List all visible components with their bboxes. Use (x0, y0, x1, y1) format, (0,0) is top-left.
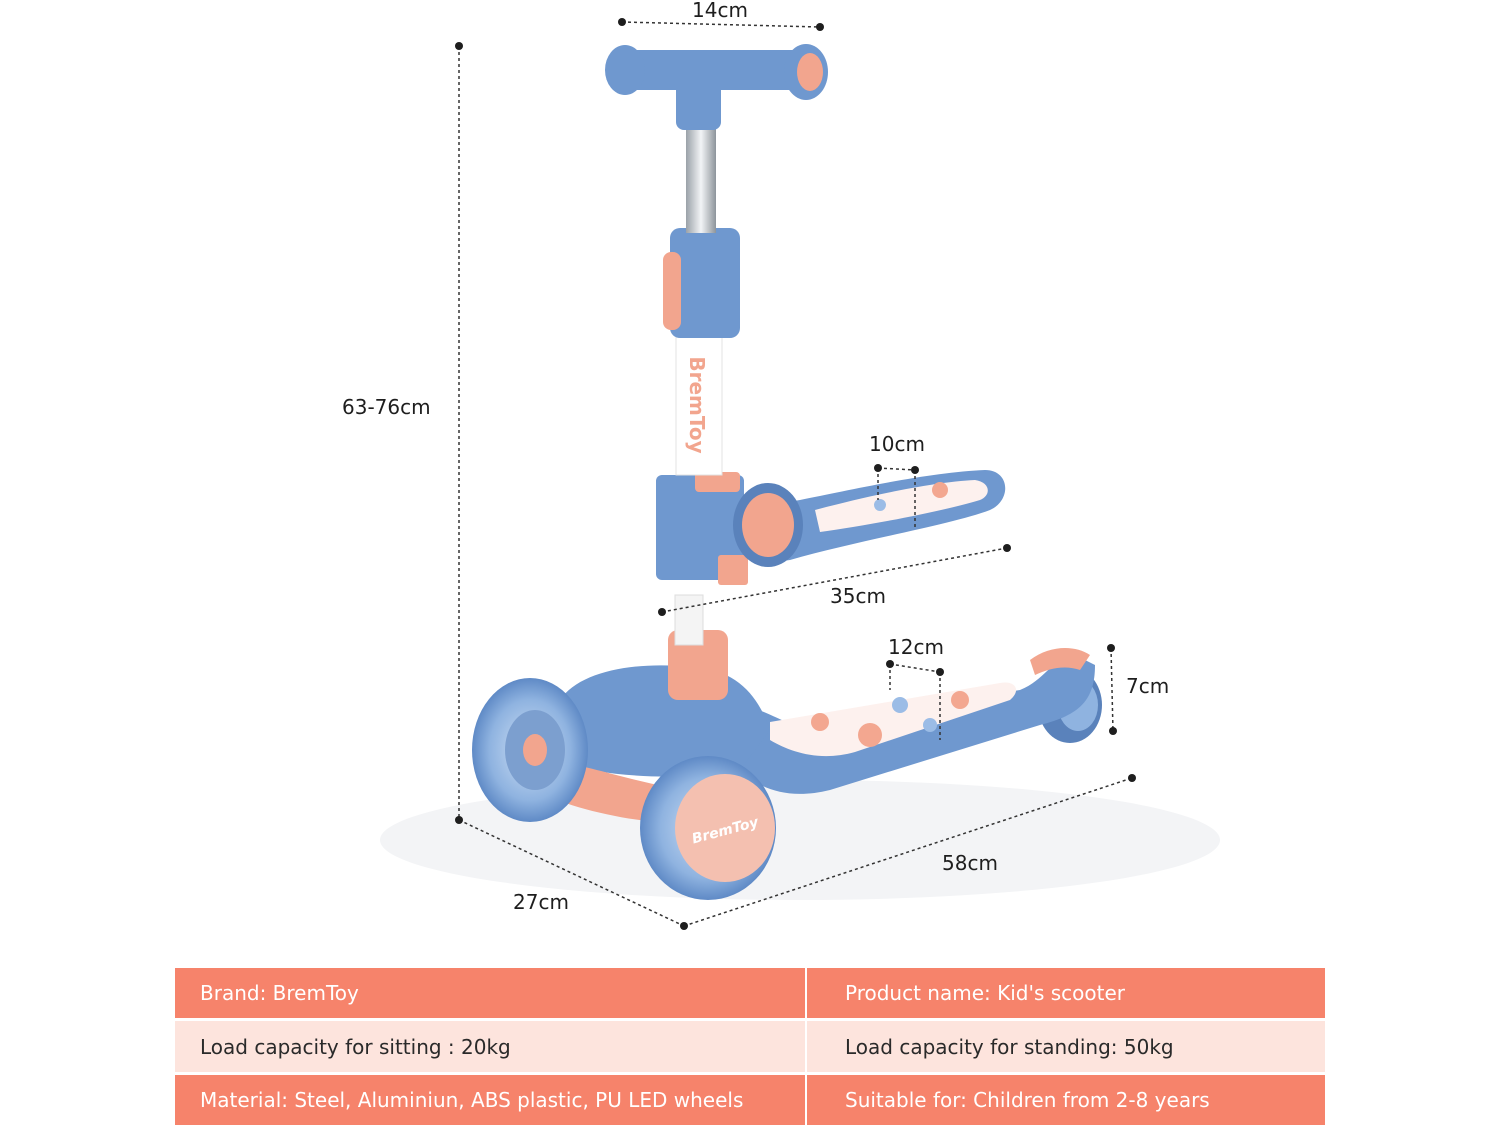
height-clamp (663, 228, 740, 338)
deck (700, 648, 1095, 794)
front-right-wheel: BremToy (640, 756, 776, 900)
table-row-divider (175, 1072, 1325, 1075)
dimension-endpoints (455, 18, 1136, 930)
seat-length-label: 35cm (830, 584, 886, 608)
front-left-wheel (472, 678, 588, 822)
table-divider (805, 1075, 807, 1125)
deck-width-label: 12cm (888, 635, 944, 659)
spec-table: Brand: BremToy Product name: Kid's scoot… (175, 968, 1325, 1125)
seat-assembly (656, 470, 1006, 585)
spec-suitable-for: Suitable for: Children from 2-8 years (807, 1075, 1325, 1125)
spec-load-sitting: Load capacity for sitting : 20kg (175, 1021, 805, 1072)
overall-length-line (683, 777, 1133, 927)
spec-product-name: Product name: Kid's scooter (807, 968, 1325, 1018)
overall-length-label: 58cm (942, 851, 998, 875)
seat-length-line (661, 547, 1008, 613)
stem-lower (674, 594, 704, 646)
handle-pole (686, 125, 716, 233)
handlebar-width-line (621, 21, 821, 28)
handlebar (605, 44, 828, 130)
scooter-illustration: BremToy BremToy (380, 18, 1220, 930)
deck-height-label: 7cm (1126, 674, 1170, 698)
height-label: 63-76cm (342, 395, 431, 419)
spec-material: Material: Steel, Aluminiun, ABS plastic,… (175, 1075, 805, 1125)
table-row-divider (175, 1018, 1325, 1021)
spec-load-standing: Load capacity for standing: 50kg (807, 1021, 1325, 1072)
deck-height-line (1110, 647, 1114, 732)
overall-width-label: 27cm (513, 890, 569, 914)
stem-upper (675, 334, 723, 476)
stem-logo: BremToy (685, 356, 709, 453)
table-divider (805, 968, 807, 1018)
dimension-lines (458, 21, 1133, 927)
seat-width-line (877, 467, 916, 471)
handle-grip-cap (797, 53, 823, 91)
table-divider (805, 1021, 807, 1072)
deck-width-line (889, 663, 941, 673)
handlebar-width-label: 14cm (692, 0, 748, 22)
spec-brand: Brand: BremToy (175, 968, 805, 1018)
seat-width-label: 10cm (869, 432, 925, 456)
rear-brake (1030, 648, 1090, 675)
